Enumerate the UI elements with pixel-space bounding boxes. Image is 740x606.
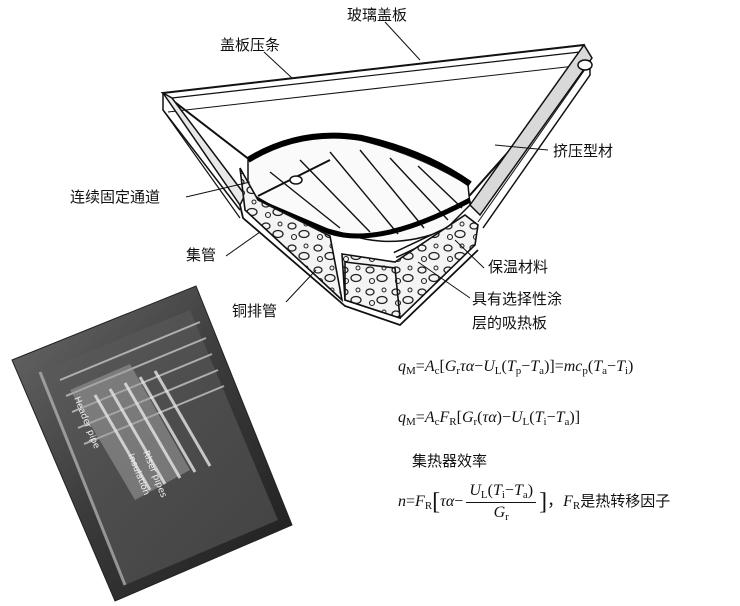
label-absorber-line2: 层的吸热板	[472, 314, 547, 332]
collector-photo: Header pipe Riser pipes Insulation	[12, 286, 292, 601]
label-extruded-profile: 挤压型材	[553, 142, 613, 160]
equation-1: qM=Ac[Grτα−UL(Tp−Ta)]=mcp(Ta−Ti)	[398, 358, 633, 377]
label-continuous-channel: 连续固定通道	[70, 188, 160, 206]
equation-3: n=FR[τα−UL(Ti−Ta)Gr]，FR是热转移因子	[398, 482, 670, 523]
label-cover-strip: 盖板压条	[220, 36, 280, 54]
factor-note: 是热转移因子	[580, 492, 670, 510]
label-copper-riser: 铜排管	[232, 302, 277, 320]
label-absorber-line1: 具有选择性涂	[472, 290, 562, 308]
equation-2: qM=AcFR[Gr(τα)−UL(Ti−Ta)]	[398, 409, 580, 428]
label-header-pipe: 集管	[186, 246, 216, 264]
label-insulation: 保温材料	[488, 258, 548, 276]
label-glass-cover: 玻璃盖板	[347, 6, 407, 24]
efficiency-title: 集热器效率	[412, 452, 487, 470]
